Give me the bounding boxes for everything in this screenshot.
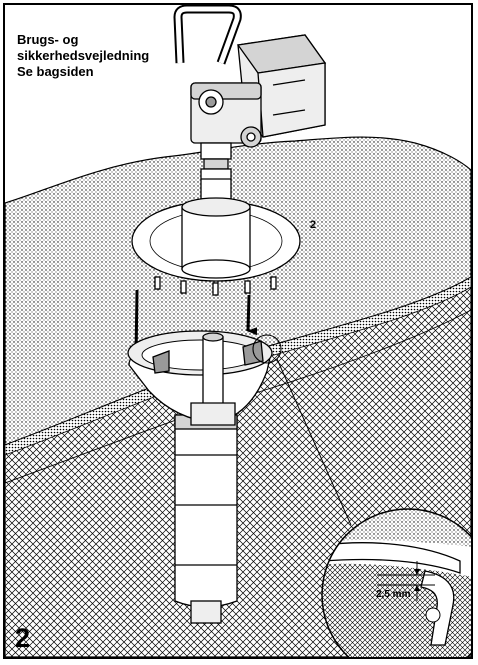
instructions-line-3: Se bagsiden [17, 64, 94, 79]
detail-leader [276, 358, 352, 526]
instructions-line-1: Brugs- og [17, 32, 79, 47]
dimension-label: 2,5 mm [376, 589, 411, 600]
installation-illustration [5, 5, 471, 657]
sprinkler-housing [127, 330, 273, 624]
figure-number: 2 [15, 623, 31, 653]
part-number-label: 2 [310, 219, 317, 231]
instructions-line-2: sikkerhedsvejledning [17, 48, 150, 63]
soil-layer-line [5, 309, 471, 484]
instructions-text: Brugs- og sikkerhedsvejledning Se bagsid… [17, 32, 149, 80]
zoom-detail [321, 508, 471, 657]
detail-marker [252, 334, 282, 364]
figure-frame: Brugs- og sikkerhedsvejledning Se bagsid… [3, 3, 473, 659]
installation-tool [173, 5, 327, 214]
flange-plate [131, 197, 301, 296]
